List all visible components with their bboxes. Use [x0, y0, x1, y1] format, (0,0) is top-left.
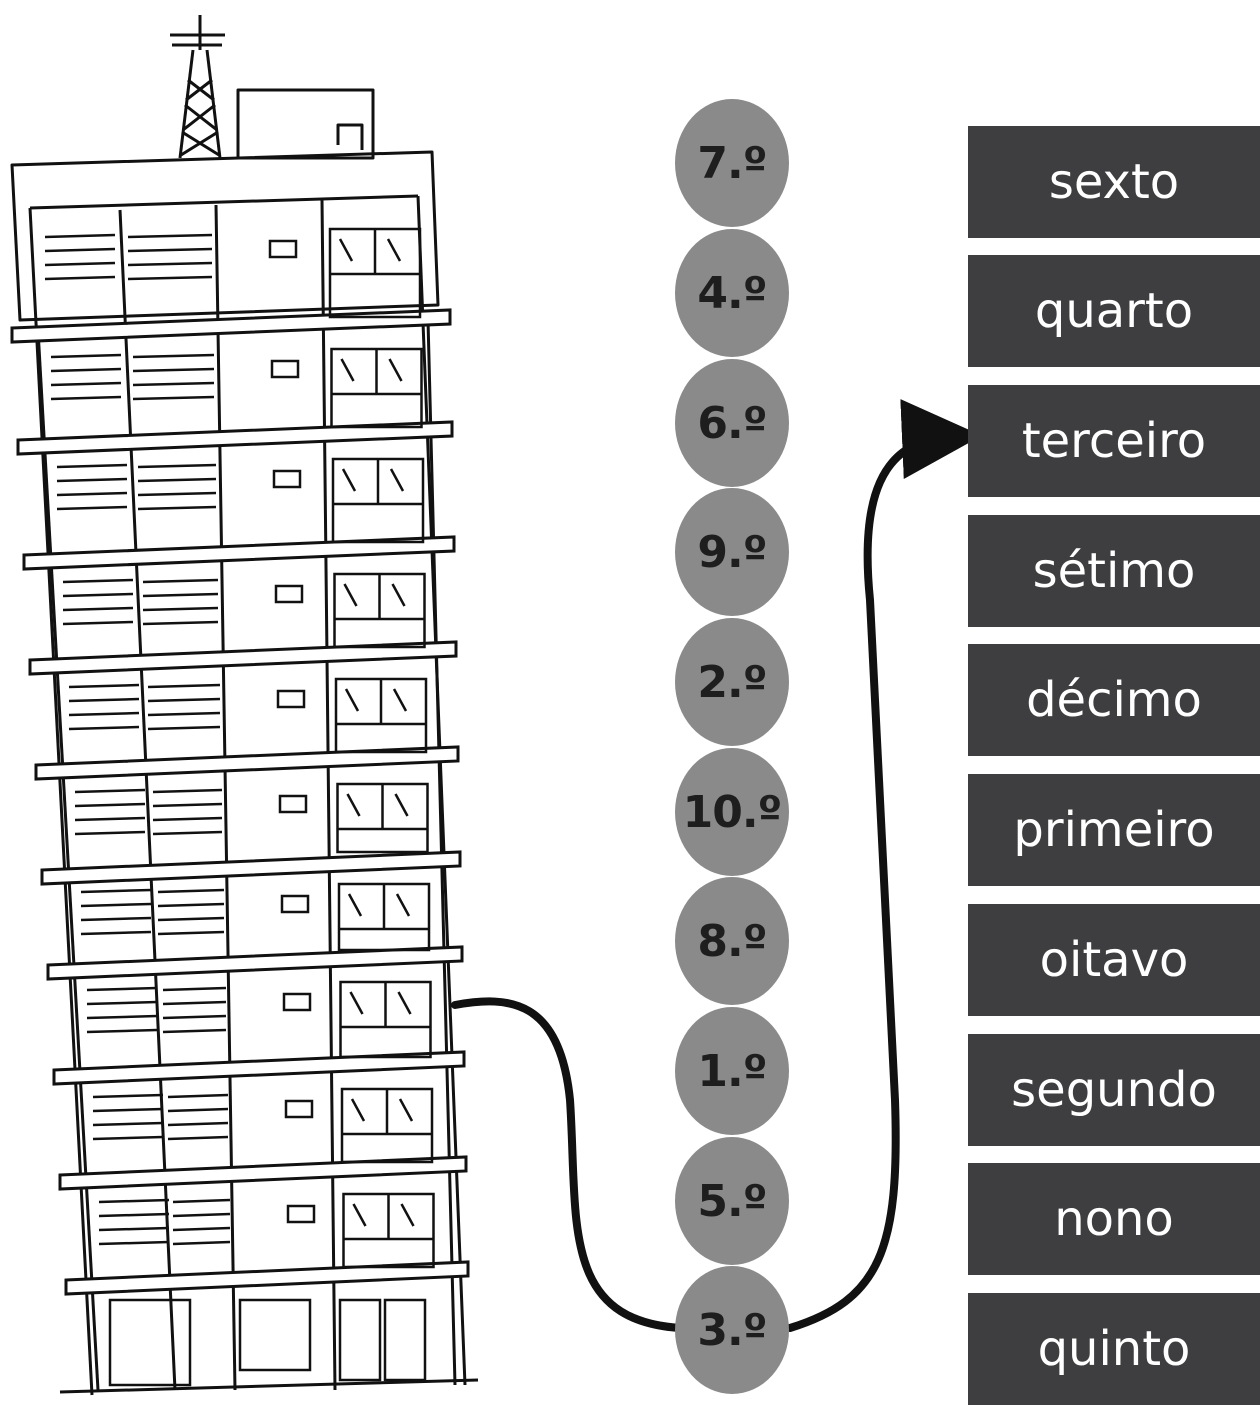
ordinal-word: segundo: [1011, 1062, 1217, 1118]
floor-slab: [22, 535, 456, 571]
floor-slab: [34, 745, 460, 781]
ordinal-circle-5[interactable]: 2.º: [675, 618, 789, 746]
ordinal-circle-2[interactable]: 4.º: [675, 229, 789, 357]
ordinal-circle-4[interactable]: 9.º: [675, 488, 789, 616]
ordinal-number: 3.º: [697, 1304, 767, 1356]
ordinal-word: nono: [1054, 1191, 1174, 1247]
ordinal-number: 2.º: [697, 656, 767, 708]
ordinal-word-box-10[interactable]: quinto: [968, 1293, 1260, 1405]
connector-circle-to-word: [786, 399, 982, 1332]
ordinal-word-box-3[interactable]: terceiro: [968, 385, 1260, 497]
ordinal-circle-8[interactable]: 1.º: [675, 1007, 789, 1135]
ordinal-number: 10.º: [682, 786, 783, 838]
floor-slab: [40, 850, 462, 886]
ordinal-number: 9.º: [697, 526, 767, 578]
ordinal-word-box-4[interactable]: sétimo: [968, 515, 1260, 627]
ordinal-word: terceiro: [1021, 413, 1207, 469]
ordinal-number: 6.º: [697, 397, 767, 449]
ordinal-circle-1[interactable]: 7.º: [675, 99, 789, 227]
ordinal-circle-3[interactable]: 6.º: [675, 359, 789, 487]
ordinal-circle-9[interactable]: 5.º: [675, 1137, 789, 1265]
ordinal-word: sétimo: [1032, 543, 1196, 599]
ordinal-word-box-7[interactable]: oitavo: [968, 904, 1260, 1016]
ordinal-number: 4.º: [697, 267, 767, 319]
ordinal-circle-10[interactable]: 3.º: [675, 1266, 789, 1394]
ordinal-circle-7[interactable]: 8.º: [675, 877, 789, 1005]
ordinal-number: 1.º: [697, 1045, 767, 1097]
floor-slab: [16, 420, 454, 456]
ordinal-number: 8.º: [697, 915, 767, 967]
ordinal-word-box-9[interactable]: nono: [968, 1163, 1260, 1275]
ordinal-word-box-8[interactable]: segundo: [968, 1034, 1260, 1146]
floor-slab: [10, 308, 452, 344]
ordinal-word: primeiro: [1013, 802, 1215, 858]
ordinal-word-box-1[interactable]: sexto: [968, 126, 1260, 238]
ordinal-word: décimo: [1026, 672, 1202, 728]
ordinal-word-box-2[interactable]: quarto: [968, 255, 1260, 367]
ordinal-word-box-5[interactable]: décimo: [968, 644, 1260, 756]
ordinal-word: quinto: [1037, 1321, 1191, 1377]
ordinal-word-box-6[interactable]: primeiro: [968, 774, 1260, 886]
antenna-icon: [170, 15, 225, 159]
building-illustration: [10, 15, 479, 1396]
ordinal-number: 7.º: [697, 137, 767, 189]
ordinal-circle-6[interactable]: 10.º: [675, 748, 789, 876]
ordinal-word: oitavo: [1039, 932, 1189, 988]
connector-building-to-circle: [451, 997, 684, 1332]
floor-slab: [46, 945, 464, 981]
ordinal-word: quarto: [1034, 283, 1194, 339]
floor-slab: [28, 640, 458, 676]
ordinal-number: 5.º: [697, 1175, 767, 1227]
ordinal-word: sexto: [1048, 154, 1180, 210]
